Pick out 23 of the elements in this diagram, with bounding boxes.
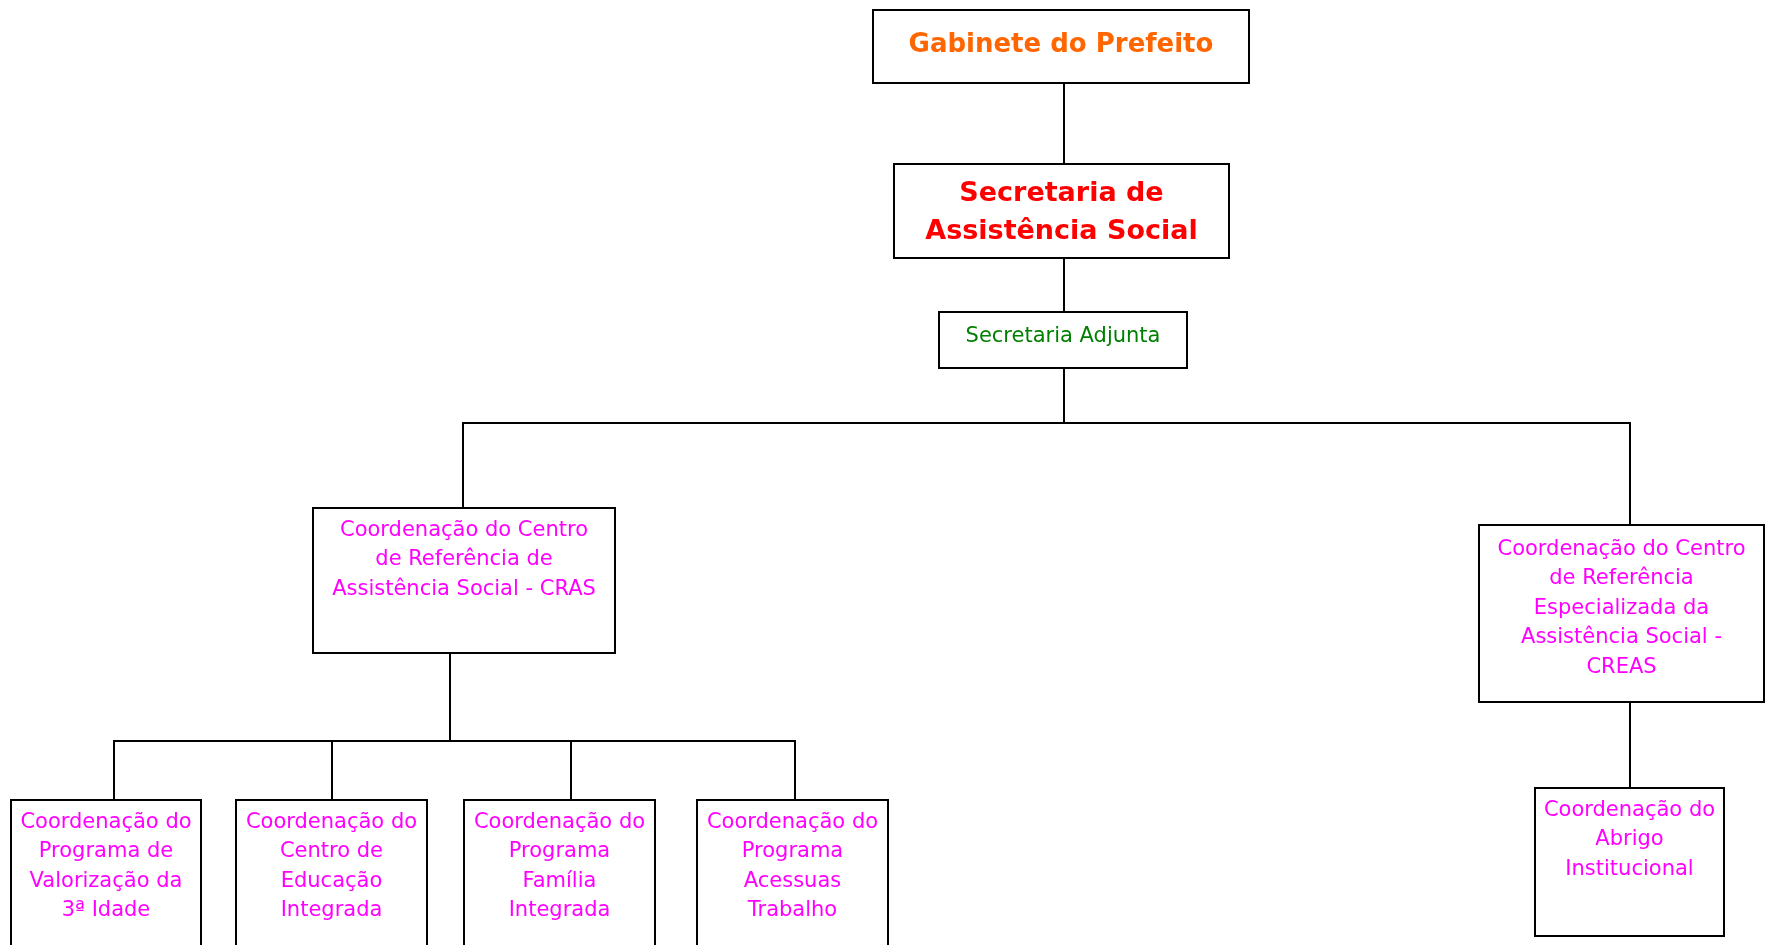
unit-name: Coordenação do Programa de Valorização da 3ª Idade	[19, 808, 193, 924]
org-box	[872, 9, 1250, 84]
org-box	[893, 163, 1230, 259]
org-box	[312, 507, 616, 654]
unit-name: Coordenação do Programa Família Integrada	[472, 808, 647, 924]
unit-name: Gabinete do Prefeito	[908, 27, 1214, 60]
unit-name: Secretaria Adjunta	[965, 322, 1161, 349]
unit-name: Coordenação do Centro de Referência de Assistência Social - CRAS	[331, 516, 597, 602]
org-box	[696, 799, 889, 945]
org-box	[938, 311, 1188, 369]
unit-name: Coordenação do Centro de Educação Integrada	[244, 808, 419, 924]
org-box	[1478, 524, 1765, 703]
unit-name: Coordenação do Abrigo Institucional	[1542, 796, 1717, 882]
unit-name: Secretaria de Assistência Social	[924, 175, 1199, 247]
org-box	[10, 799, 202, 945]
connector-line	[1063, 258, 1065, 312]
connector-line	[1063, 83, 1065, 164]
unit-name: Coordenação do Centro de Referência Especializada da Assistência Social - CREAS	[1496, 535, 1747, 680]
org-box	[1534, 787, 1725, 937]
unit-name: Coordenação do Programa Acessuas Trabalho	[705, 808, 880, 924]
connector-line	[1629, 702, 1631, 788]
org-box	[463, 799, 656, 945]
org-box	[235, 799, 428, 945]
